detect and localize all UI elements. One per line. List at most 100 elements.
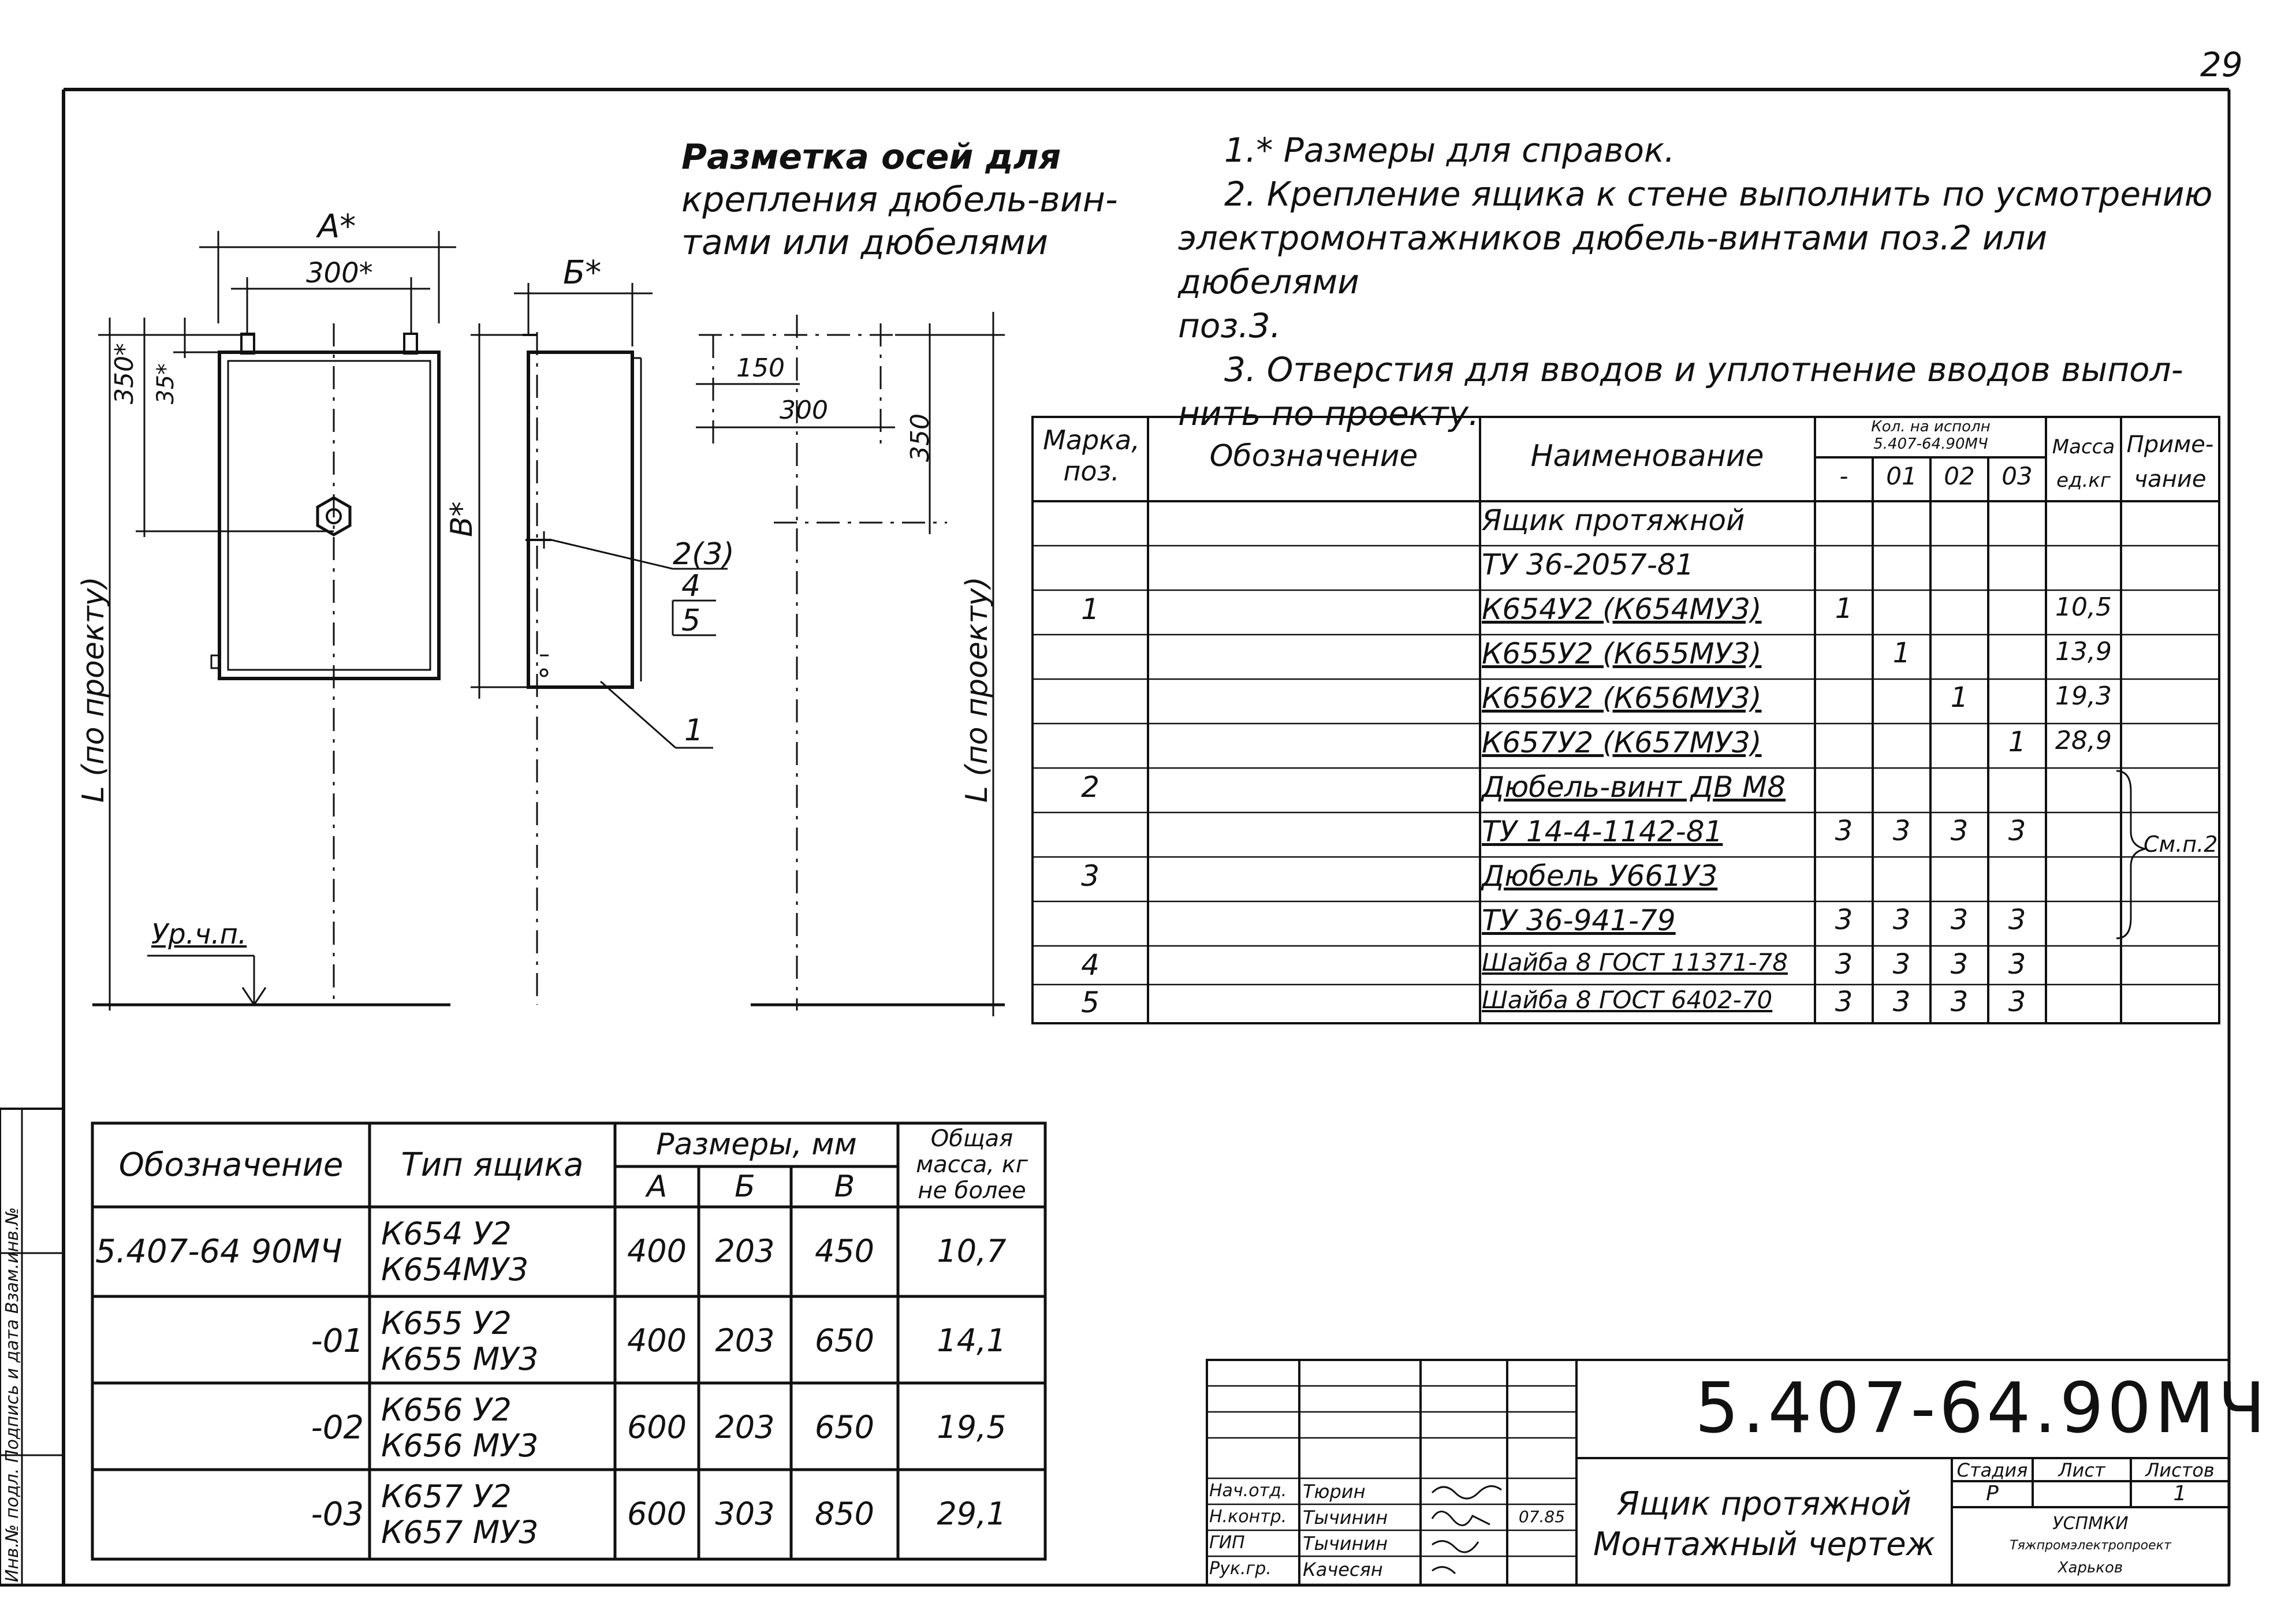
note-2-cont: электромонтажников дюбель-винтами поз.2 … xyxy=(1178,218,2048,301)
spec-head-mass: Масса ед.кг xyxy=(2047,430,2120,497)
spec-head-note-line-2: чание xyxy=(2134,466,2206,493)
spec-cell-name: Ящик протяжной xyxy=(1482,504,1745,537)
spec-cell-q1: 3 xyxy=(1892,815,1911,847)
spec-head-qty-line-2: 5.407-64.90МЧ xyxy=(1873,435,1988,453)
note-2-end: поз.3. xyxy=(1178,306,1281,345)
doc-title: Ящик протяжной Монтажный чертеж xyxy=(1579,1484,1949,1565)
box-head-b: Б xyxy=(735,1169,755,1204)
side-stamp: Инв.№ подл. Подпись и дата Взам.инв.№ xyxy=(2,1207,23,1582)
box-cell-mass: 10,7 xyxy=(937,1233,1007,1269)
box-cell-b: 203 xyxy=(715,1409,775,1445)
box-cell-type-2: К657 МУ3 xyxy=(381,1514,539,1550)
spec-cell-q3: 3 xyxy=(2008,948,2026,981)
role-label: ГИП xyxy=(1209,1533,1245,1553)
box-cell-type-2: К654МУ3 xyxy=(381,1251,529,1288)
spec-cell-q3: 3 xyxy=(2008,986,2026,1018)
box-cell-a: 400 xyxy=(627,1322,687,1359)
person-name: Тычинин xyxy=(1303,1507,1388,1529)
dim-350-marks-label: 350 xyxy=(905,413,935,462)
note-3: 3. Отверстия для вводов и уплотнение вво… xyxy=(1224,350,2183,389)
note-1: 1.* Размеры для справок. xyxy=(1224,131,1675,170)
spec-cell-mass: 10,5 xyxy=(2055,592,2112,622)
org-line-3: Харьков xyxy=(2058,1559,2123,1576)
person-name: Качесян xyxy=(1303,1559,1383,1581)
dim-300-label: 300* xyxy=(306,257,373,289)
spec-cell-q2: 3 xyxy=(1950,948,1969,981)
callout-5: 5 xyxy=(681,603,701,638)
box-head-mass-line-3: не более xyxy=(918,1177,1026,1204)
spec-cell-q0: 3 xyxy=(1835,815,1853,847)
box-cell-type-1: К654 У2 xyxy=(381,1216,512,1252)
box-cell-mass: 29,1 xyxy=(937,1496,1007,1532)
spec-head-note-line-1: Приме- xyxy=(2126,431,2214,458)
box-cell-designation: -02 xyxy=(311,1409,364,1447)
spec-cell-q3: 3 xyxy=(2008,815,2026,847)
box-head-sizes: Размеры, мм xyxy=(656,1127,857,1162)
box-cell-mass: 14,1 xyxy=(937,1322,1007,1359)
spec-cell-name: Шайба 8 ГОСТ 6402-70 xyxy=(1482,986,1773,1014)
spec-cell-name: ТУ 36-2057-81 xyxy=(1482,548,1694,582)
floor-level-label: Ур.ч.п. xyxy=(151,918,247,950)
spec-cell-name: ТУ 36-941-79 xyxy=(1482,904,1676,937)
dim-a-label: A* xyxy=(318,208,356,245)
box-cell-v: 650 xyxy=(814,1409,875,1445)
front-length-label: L (по проекту) xyxy=(76,576,111,803)
box-cell-v: 450 xyxy=(814,1233,875,1269)
box-head-mass-line-1: Общая xyxy=(930,1125,1013,1152)
box-cell-designation: -01 xyxy=(311,1322,364,1360)
box-cell-designation: -03 xyxy=(311,1496,364,1533)
sheets-value: 1 xyxy=(2173,1482,2187,1505)
spec-head-designation: Обозначение xyxy=(1209,439,1418,474)
sheets-label: Листов xyxy=(2145,1459,2215,1481)
box-head-mass: Общая масса, кг не более xyxy=(900,1126,1044,1204)
role-label: Н.контр. xyxy=(1209,1507,1287,1527)
spec-head-q0: - xyxy=(1839,462,1848,490)
box-cell-b: 203 xyxy=(715,1233,775,1269)
callout-2-3: 2(3) xyxy=(673,537,735,572)
spec-cell-name: Шайба 8 ГОСТ 11371-78 xyxy=(1482,948,1788,976)
doc-title-line-1: Ящик протяжной xyxy=(1616,1485,1912,1523)
spec-head-name: Наименование xyxy=(1530,439,1764,474)
spec-cell-q0: 3 xyxy=(1835,986,1853,1018)
org-name: УСПМКИ Тяжпромэлектропроект Харьков xyxy=(1953,1513,2228,1579)
stage-label: Стадия xyxy=(1956,1459,2028,1481)
box-cell-type-2: К656 МУ3 xyxy=(381,1427,539,1464)
box-cell-mass: 19,5 xyxy=(937,1409,1007,1445)
callout-1: 1 xyxy=(684,713,704,748)
spec-cell-name: Дюбель-винт ДВ М8 xyxy=(1482,770,1786,804)
spec-cell-mass: 13,9 xyxy=(2055,637,2112,666)
box-cell-b: 303 xyxy=(715,1496,775,1532)
signature-marks xyxy=(1431,1485,1502,1575)
spec-cell-name: ТУ 14-4-1142-81 xyxy=(1482,815,1723,848)
notes: 1.* Размеры для справок. 2. Крепление ящ… xyxy=(1178,128,2217,435)
dim-v-label: В* xyxy=(445,501,479,537)
box-cell-b: 203 xyxy=(715,1322,775,1359)
dim-b-label: Б* xyxy=(563,254,602,292)
role-label: Рук.гр. xyxy=(1209,1559,1272,1579)
spec-cell-q2: 1 xyxy=(1950,681,1969,714)
spec-cell-q1: 1 xyxy=(1892,637,1911,669)
spec-head-q3: 03 xyxy=(2001,462,2033,490)
markings-title-line-3: тами или дюбелями xyxy=(681,222,1049,263)
markings-title-line-1: Разметка осей для xyxy=(681,137,1061,177)
spec-head-mark-line-2: поз. xyxy=(1063,456,1120,487)
spec-head-q1: 01 xyxy=(1886,462,1917,490)
marks-length-label: L (по проекту) xyxy=(960,576,994,803)
dim-300-marks-label: 300 xyxy=(780,396,828,425)
spec-head-mass-line-1: Масса xyxy=(2052,435,2115,459)
org-line-2: Тяжпромэлектропроект xyxy=(2010,1538,2171,1553)
spec-cell-q1: 3 xyxy=(1892,904,1911,936)
dim-35-label: 35* xyxy=(152,363,179,404)
spec-head-q2: 02 xyxy=(1944,462,1975,490)
box-head-type: Тип ящика xyxy=(401,1146,584,1184)
spec-cell-name: Дюбель У661У3 xyxy=(1482,859,1718,893)
spec-cell-q1: 3 xyxy=(1892,986,1911,1018)
dim-150-label: 150 xyxy=(736,353,785,383)
box-cell-type-1: К655 У2 xyxy=(381,1305,512,1341)
box-cell-a: 400 xyxy=(627,1233,687,1269)
doc-code: 5.407-64.90МЧ xyxy=(1695,1369,2269,1449)
spec-cell-mass: 28,9 xyxy=(2055,726,2112,755)
box-cell-type-2: К655 МУ3 xyxy=(381,1341,539,1377)
spec-head-mark-line-1: Марка, xyxy=(1043,424,1140,456)
